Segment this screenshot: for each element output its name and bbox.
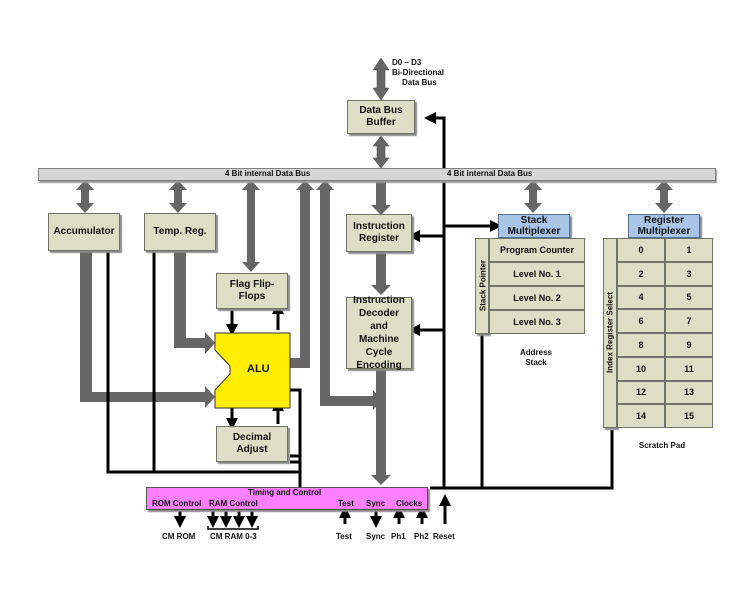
- external-bus-label: D0 – D3 Bi-Directional Data Bus: [392, 58, 445, 87]
- alu-shape: [214, 332, 291, 409]
- pin-sync: Sync: [366, 532, 386, 541]
- sync-control-label: Sync: [366, 499, 386, 508]
- stack-pointer-bar: [475, 238, 489, 334]
- ir-bus-arrow: [371, 182, 391, 215]
- address-stack-caption: Address Stack: [519, 348, 552, 367]
- scratch-pad-register: 4: [617, 285, 665, 310]
- register-bus-arrow: [655, 180, 673, 213]
- stack-row-program-counter: Program Counter: [489, 238, 585, 262]
- scratch-pad-register: 10: [617, 356, 665, 381]
- internal-bus-label-left: 4 Bit internal Data Bus: [225, 169, 311, 178]
- scratch-pad-register: 13: [665, 380, 713, 405]
- alu-label: ALU: [247, 363, 270, 375]
- internal-data-bus: [38, 168, 716, 181]
- stack-row-level-1: Level No. 1: [489, 262, 585, 286]
- scratch-pad-register: 0: [617, 238, 665, 262]
- acc-alu-path: [80, 250, 215, 408]
- pin-ph1: Ph1: [391, 532, 406, 541]
- test-control-label: Test: [338, 499, 354, 508]
- pin-arrows: [174, 494, 451, 528]
- instruction-register-block: Instruction Register: [346, 214, 412, 252]
- scratch-pad-register: 1: [665, 238, 713, 262]
- alu-output-path: [290, 180, 314, 368]
- tempreg-bus-arrow: [169, 180, 187, 213]
- rom-control-label: ROM Control: [152, 499, 202, 508]
- stack-bus-arrow: [524, 180, 542, 213]
- ram-bracket: [207, 526, 259, 530]
- pin-ph2: Ph2: [414, 532, 429, 541]
- stack-row-level-2: Level No. 2: [489, 286, 585, 310]
- pin-reset: Reset: [433, 532, 455, 541]
- scratch-pad-register: 2: [617, 261, 665, 286]
- data-bus-buffer: Data Bus Buffer: [347, 100, 415, 134]
- decimal-adjust-block: Decimal Adjust: [216, 426, 288, 462]
- scratch-pad-register: 12: [617, 380, 665, 405]
- stack-multiplexer: Stack Multiplexer: [498, 214, 570, 238]
- internal-bus-label-right: 4 Bit internal Data Bus: [447, 169, 533, 178]
- register-multiplexer: Register Multiplexer: [628, 214, 700, 238]
- temp-reg-block: Temp. Reg.: [144, 213, 216, 251]
- index-register-select-bar: [603, 238, 617, 428]
- pin-cm-rom: CM ROM: [162, 532, 196, 541]
- scratch-pad-register: 7: [665, 309, 713, 333]
- flag-flipflops-block: Flag Flip-Flops: [216, 273, 288, 309]
- clocks-control-label: Clocks: [396, 499, 423, 508]
- flag-bus-arrow: [242, 180, 260, 272]
- accumulator-block: Accumulator: [48, 213, 120, 251]
- scratch-pad-register: 11: [665, 356, 713, 381]
- scratch-pad-register: 14: [617, 404, 665, 428]
- pin-cm-ram: CM RAM 0-3: [210, 532, 257, 541]
- decoder-timing-arrow: [371, 370, 391, 485]
- pin-test: Test: [336, 532, 352, 541]
- scratch-pad-register: 15: [665, 404, 713, 428]
- stack-pointer-label: Stack Pointer: [478, 259, 488, 312]
- timing-and-control-block: [146, 487, 428, 510]
- buffer-bus-arrow: [372, 135, 390, 169]
- ram-control-label: RAM Control: [209, 499, 258, 508]
- scratch-pad-register: 3: [665, 261, 713, 286]
- scratch-pad-register: 9: [665, 333, 713, 357]
- stack-row-level-3: Level No. 3: [489, 310, 585, 334]
- bus-decoder-path: [316, 180, 382, 410]
- scratch-pad-register: 6: [617, 309, 665, 333]
- timing-title: Timing and Control: [248, 488, 322, 497]
- instruction-decoder-block: Instruction Decoder and Machine Cycle En…: [346, 295, 412, 371]
- scratch-pad-caption: Scratch Pad: [638, 441, 686, 450]
- scratch-pad-register: 5: [665, 285, 713, 310]
- external-data-bus-arrow: [372, 57, 390, 101]
- accumulator-bus-arrow: [76, 180, 94, 213]
- ir-decoder-arrow: [371, 250, 391, 295]
- scratch-pad-register: 8: [617, 333, 665, 357]
- temp-alu-path: [174, 250, 215, 354]
- index-register-select-label: Index Register Select: [605, 292, 615, 373]
